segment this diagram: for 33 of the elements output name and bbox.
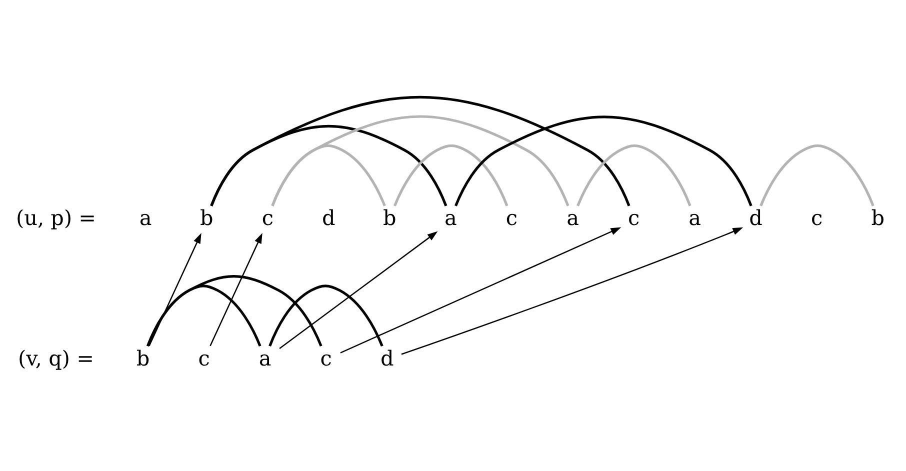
node-text: a bbox=[688, 206, 702, 230]
node-text: c bbox=[320, 346, 332, 370]
arrow bbox=[210, 232, 262, 346]
node-text: c bbox=[506, 206, 518, 230]
node-text: a bbox=[566, 206, 579, 230]
node-text: b bbox=[871, 206, 885, 230]
connector bbox=[576, 144, 692, 206]
node-text: a bbox=[139, 206, 152, 230]
connector bbox=[146, 274, 322, 346]
node-text: b bbox=[200, 206, 214, 230]
connector bbox=[760, 144, 874, 206]
connector bbox=[210, 96, 630, 206]
label: (v, q) = bbox=[18, 346, 94, 370]
arrow bbox=[279, 230, 438, 348]
node-text: c bbox=[262, 206, 274, 230]
label: (u, p) = bbox=[16, 206, 96, 230]
node-text: b bbox=[383, 206, 396, 230]
connector bbox=[394, 144, 508, 206]
arrow bbox=[340, 226, 622, 353]
node-text: c bbox=[198, 346, 210, 370]
node-text: a bbox=[444, 206, 457, 230]
connector bbox=[454, 115, 752, 206]
connector bbox=[268, 284, 384, 346]
connector bbox=[271, 114, 570, 206]
node-text: d bbox=[749, 206, 762, 230]
node-text: c bbox=[628, 206, 640, 230]
node-text: a bbox=[258, 346, 272, 370]
arrow bbox=[148, 232, 202, 346]
node-text: d bbox=[380, 346, 394, 370]
arrow bbox=[401, 226, 744, 354]
node-text: d bbox=[322, 206, 336, 230]
node-text: b bbox=[136, 346, 150, 370]
node-text: c bbox=[811, 206, 823, 230]
